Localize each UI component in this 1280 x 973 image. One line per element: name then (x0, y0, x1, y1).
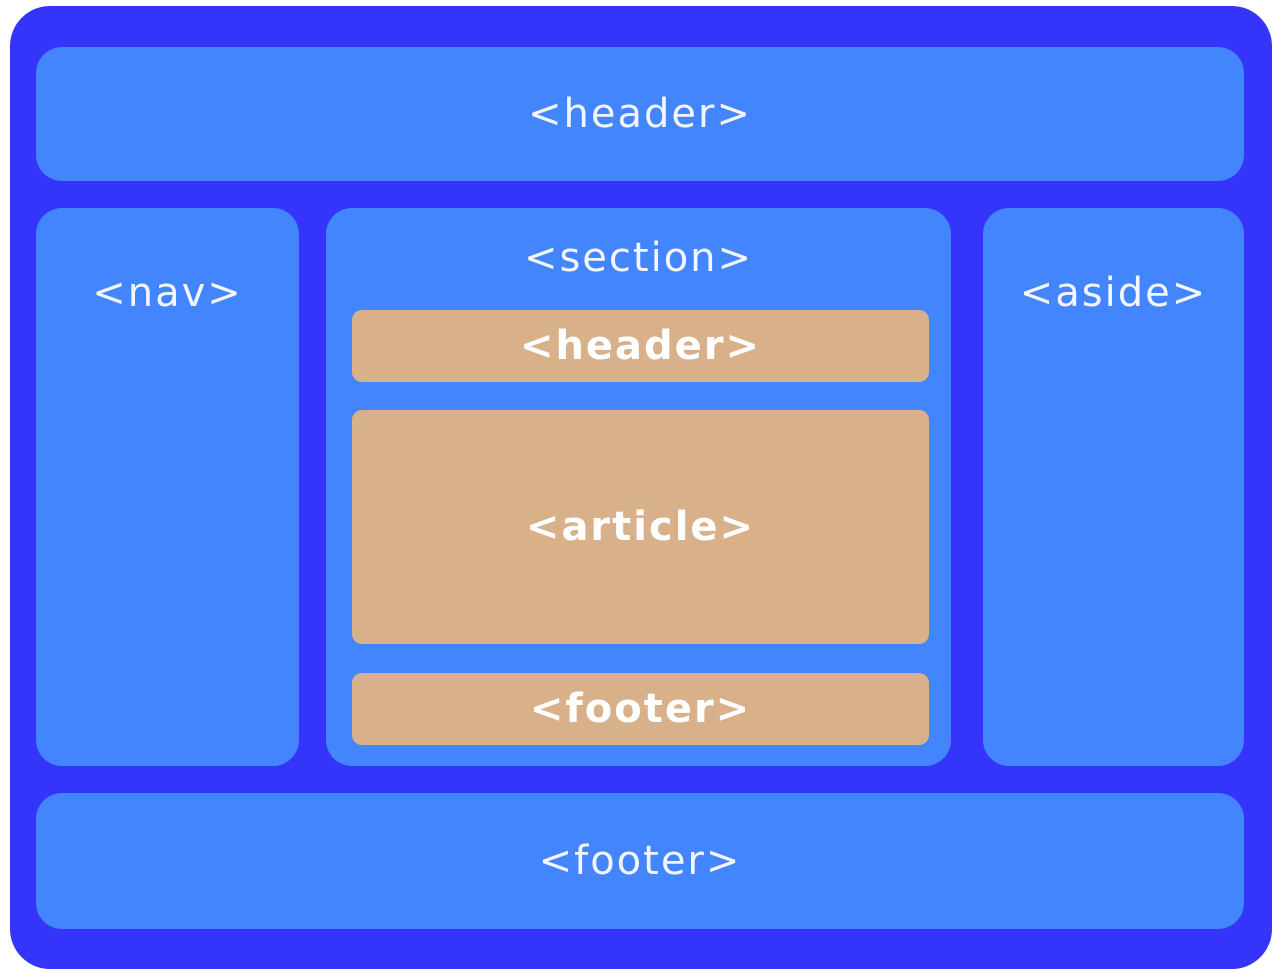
page-footer-region: <footer> (36, 793, 1244, 929)
nav-label: <nav> (92, 270, 243, 316)
aside-region: <aside> (983, 208, 1244, 766)
section-label: <section> (523, 235, 754, 281)
nav-region: <nav> (36, 208, 299, 766)
page-header-region: <header> (36, 47, 1244, 181)
page-header-label: <header> (528, 91, 752, 137)
section-article-block: <article> (352, 410, 929, 644)
section-footer-block: <footer> (352, 673, 929, 745)
section-header-block: <header> (352, 310, 929, 382)
page-footer-label: <footer> (538, 838, 742, 884)
aside-label: <aside> (1019, 270, 1208, 316)
